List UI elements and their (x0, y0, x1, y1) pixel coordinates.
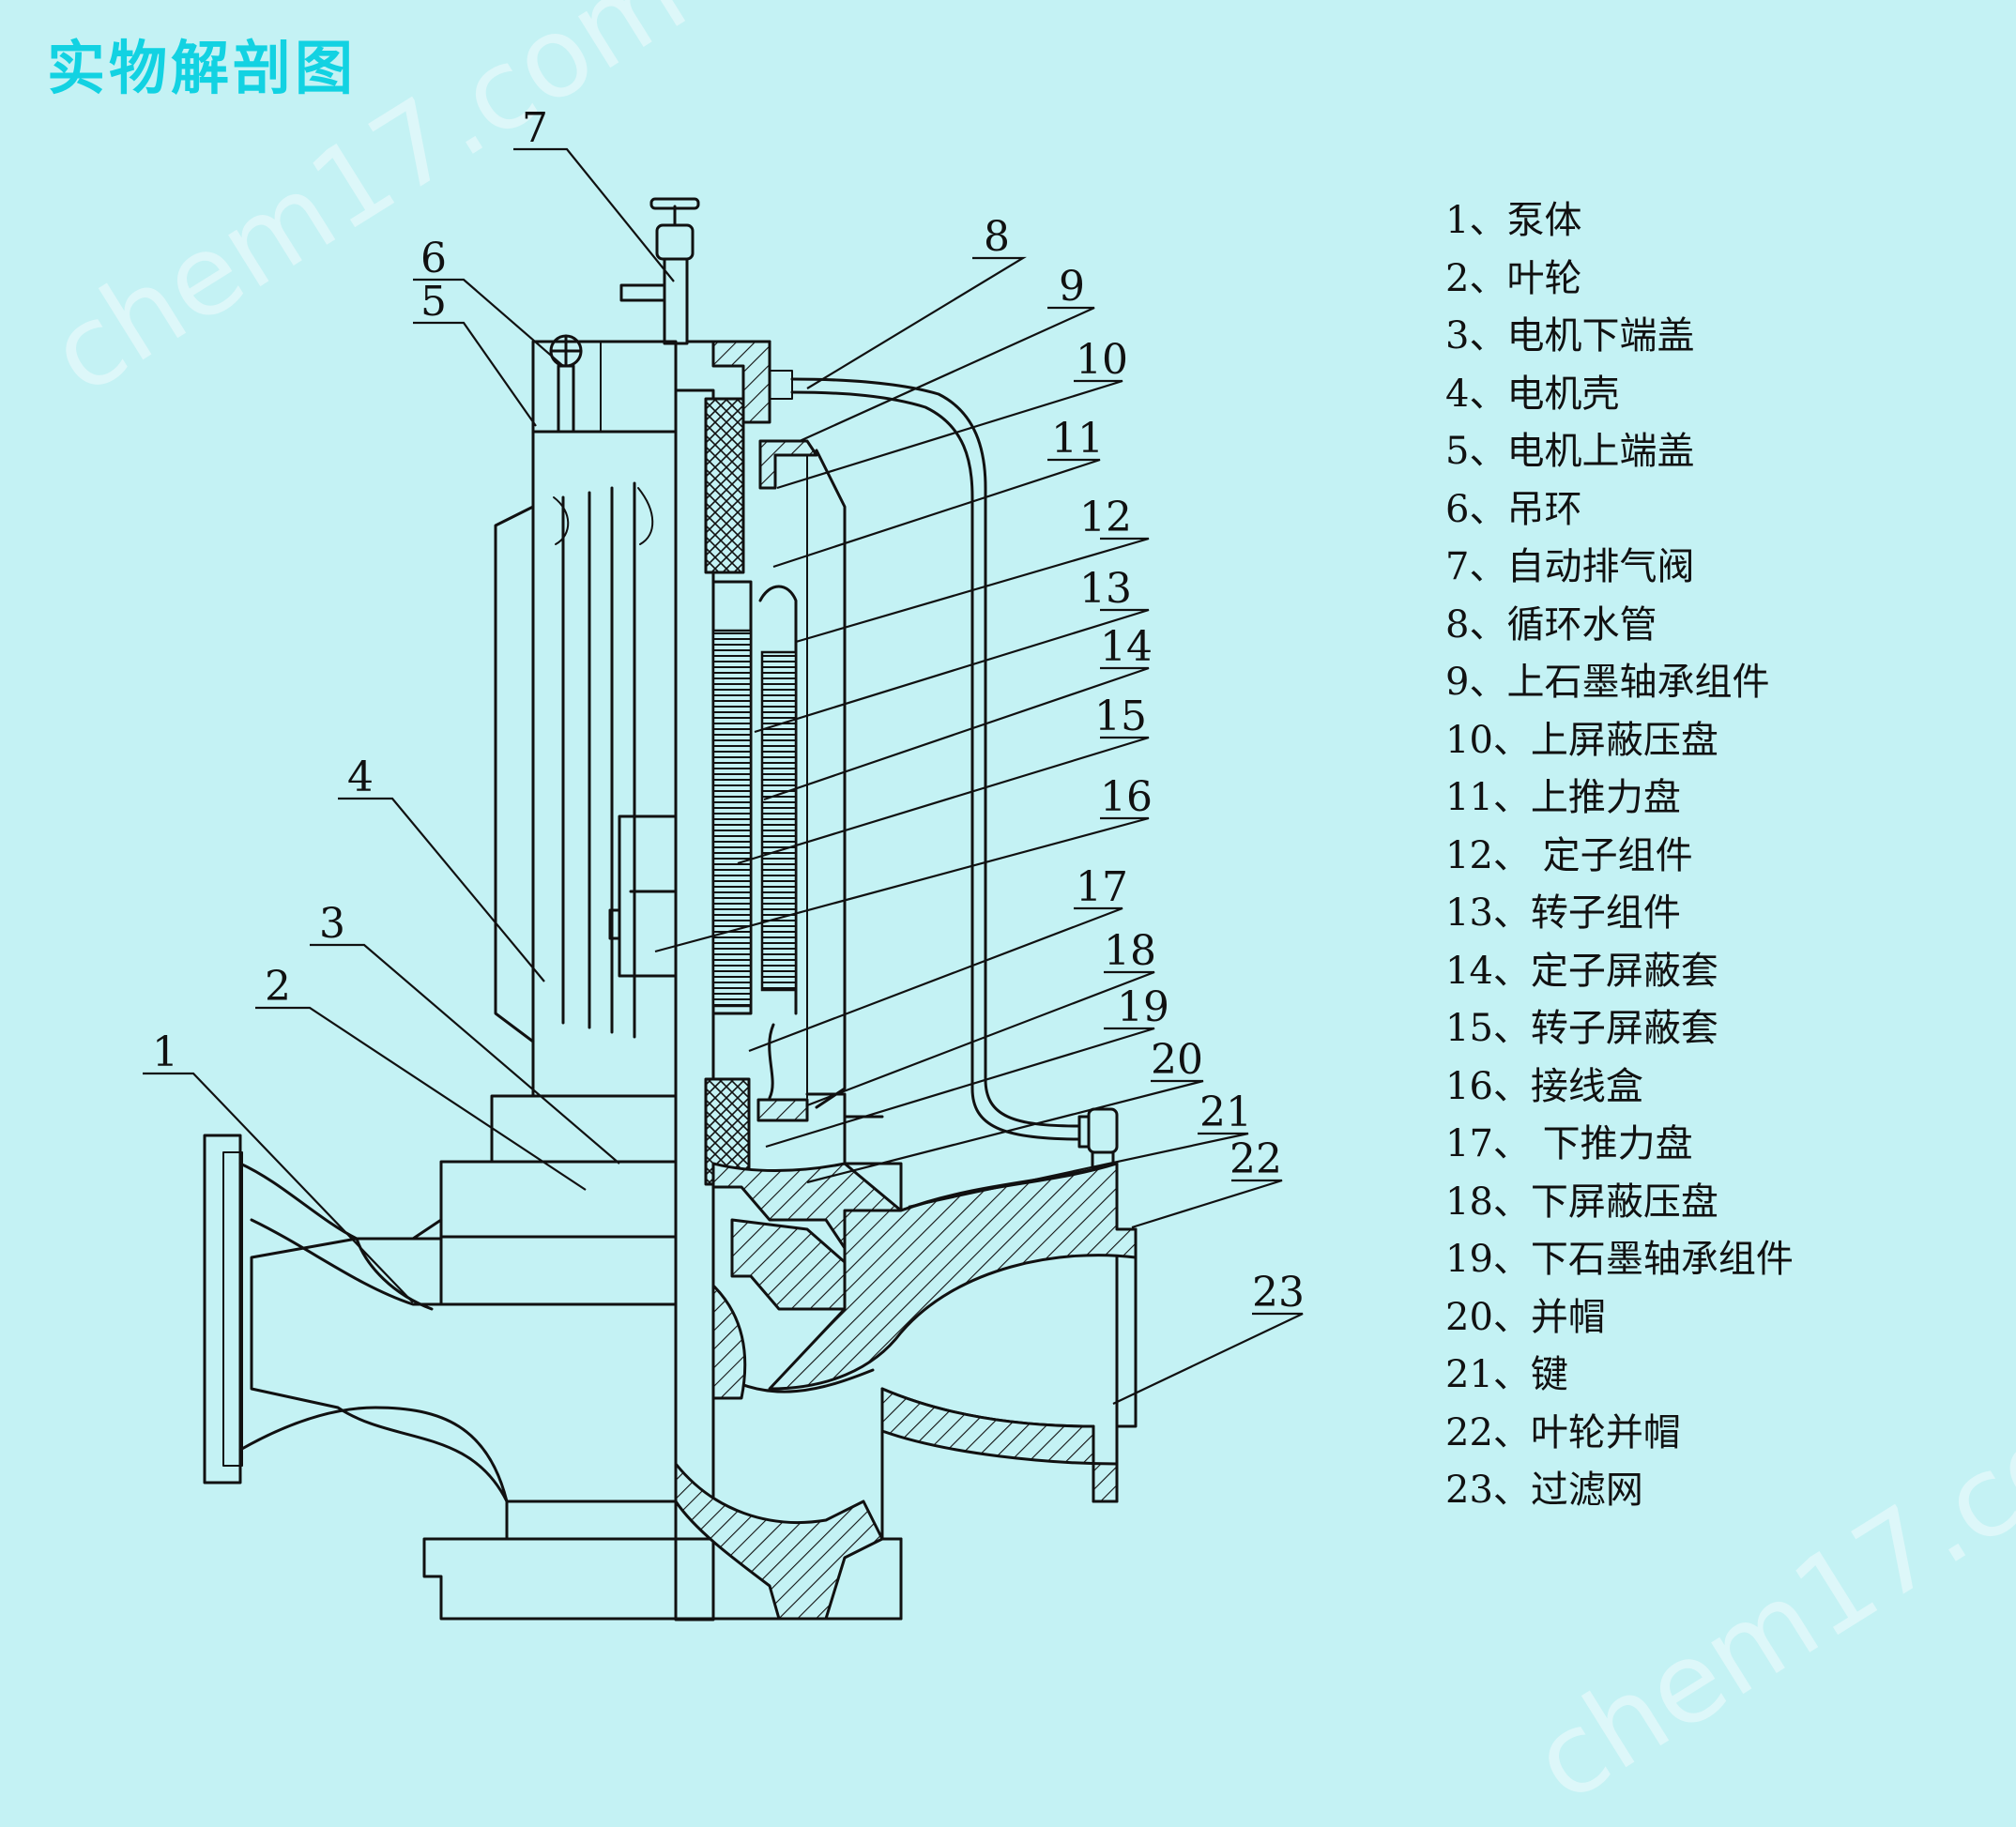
callout-3: 3 (319, 900, 345, 948)
callout-15: 15 (1094, 693, 1147, 740)
callout-19: 19 (1117, 983, 1169, 1031)
legend-item-10: 10、上屏蔽压盘 (1445, 718, 1718, 762)
hatched-sections (674, 340, 1138, 1621)
page-title: 实物解剖图 (47, 34, 358, 102)
legend-item-23: 23、过滤网 (1445, 1469, 1643, 1512)
legend-item-1: 1、泵体 (1445, 199, 1582, 242)
callout-11: 11 (1051, 415, 1104, 463)
callout-12: 12 (1079, 494, 1132, 541)
callout-1: 1 (152, 1028, 178, 1076)
callout-labels: 1 2 3 4 5 6 7 8 9 10 11 12 13 14 15 16 1… (152, 104, 1305, 1317)
legend-item-5: 5、电机上端盖 (1445, 430, 1695, 473)
diagram-page: 实物解剖图 chem17.com chem17.com (28, 0, 2016, 1827)
legend-item-19: 19、下石墨轴承组件 (1445, 1238, 1794, 1281)
legend-item-9: 9、上石墨轴承组件 (1445, 661, 1770, 704)
legend-item-6: 6、吊环 (1445, 487, 1582, 531)
callout-16: 16 (1100, 773, 1153, 821)
callout-6: 6 (420, 235, 447, 282)
legend-item-8: 8、循环水管 (1445, 602, 1657, 647)
callout-14: 14 (1100, 623, 1153, 671)
callout-9: 9 (1059, 263, 1085, 311)
callout-8: 8 (984, 213, 1010, 261)
leader-lines (143, 147, 1304, 1405)
callout-22: 22 (1229, 1135, 1282, 1183)
legend-item-11: 11、上推力盘 (1445, 776, 1681, 819)
legend-item-15: 15、转子屏蔽套 (1445, 1007, 1718, 1050)
legend-item-22: 22、叶轮并帽 (1445, 1410, 1681, 1454)
callout-4: 4 (347, 754, 374, 801)
legend-item-7: 7、自动排气阀 (1445, 545, 1695, 588)
rotor-stator-stack (711, 629, 798, 1008)
legend-item-4: 4、电机壳 (1445, 372, 1620, 416)
legend-item-12: 12、 定子组件 (1445, 833, 1693, 877)
pump-cross-section: 1 2 3 4 5 6 7 8 9 10 11 12 13 14 15 16 1… (143, 104, 1305, 1621)
legend-item-16: 16、接线盒 (1445, 1064, 1643, 1108)
legend-item-18: 18、下屏蔽压盘 (1445, 1180, 1718, 1224)
callout-23: 23 (1252, 1269, 1305, 1317)
callout-7: 7 (522, 104, 548, 152)
callout-17: 17 (1076, 863, 1128, 911)
legend-item-2: 2、叶轮 (1445, 256, 1582, 300)
legend-item-20: 20、并帽 (1445, 1295, 1606, 1339)
legend-item-14: 14、定子屏蔽套 (1445, 949, 1718, 993)
legend-item-13: 13、转子组件 (1445, 891, 1681, 935)
callout-13: 13 (1079, 565, 1132, 613)
callout-5: 5 (420, 278, 447, 326)
legend-item-17: 17、 下推力盘 (1445, 1122, 1693, 1165)
legend-item-3: 3、电机下端盖 (1445, 314, 1695, 358)
callout-20: 20 (1151, 1036, 1203, 1084)
callout-2: 2 (265, 963, 291, 1011)
pump-drawing (203, 197, 1138, 1621)
parts-legend: 1、泵体 2、叶轮 3、电机下端盖 4、电机壳 5、电机上端盖 6、吊环 7、自… (1445, 192, 1794, 1520)
callout-18: 18 (1104, 927, 1156, 975)
callout-21: 21 (1199, 1089, 1252, 1136)
legend-item-21: 21、键 (1445, 1353, 1568, 1396)
callout-10: 10 (1076, 336, 1128, 384)
